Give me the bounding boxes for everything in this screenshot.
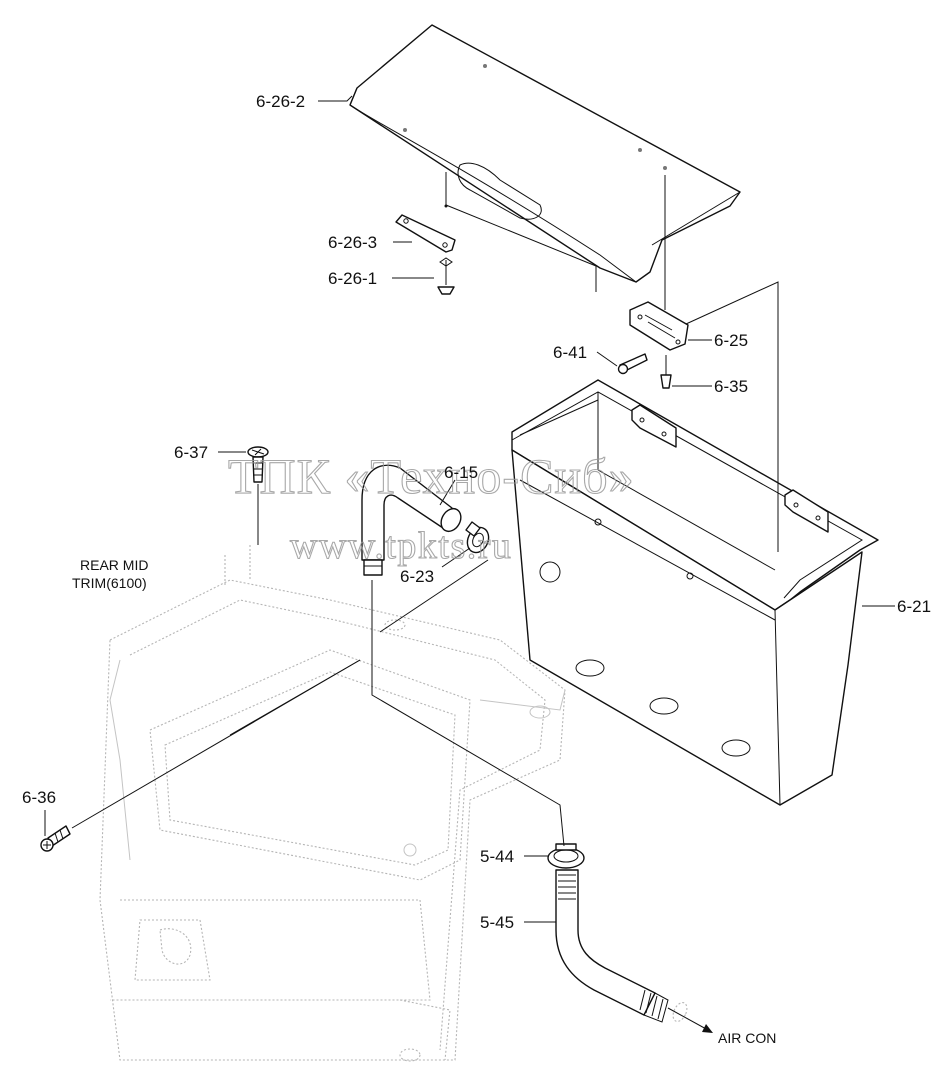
label-6-37: 6-37: [174, 443, 208, 462]
lid-part: [349, 24, 741, 283]
label-6-15: 6-15: [444, 463, 478, 482]
reference-line2: TRIM(6100): [72, 575, 147, 591]
screw-635-part: [660, 355, 672, 389]
label-5-45: 5-45: [480, 913, 514, 932]
hose-clamp-part: [547, 843, 585, 869]
screw-641-part: [617, 353, 648, 375]
reference-line1: REAR MID: [80, 557, 148, 573]
rear-mid-trim-ghost: [99, 545, 566, 1062]
air-con-arrow: [667, 1007, 713, 1033]
label-6-23: 6-23: [400, 567, 434, 586]
label-6-26-3: 6-26-3: [328, 233, 377, 252]
watermark-line2: www.tpkts.ru: [290, 525, 512, 567]
label-6-26-2: 6-26-2: [256, 92, 305, 111]
label-6-25: 6-25: [714, 331, 748, 350]
screw-636-part: [40, 825, 71, 852]
tank-part: [511, 379, 879, 806]
destination-label: AIR CON: [718, 1030, 776, 1046]
label-6-21: 6-21: [897, 597, 931, 616]
latch-plate-part: [395, 214, 456, 253]
latch-screw-part: [437, 257, 455, 295]
bracket-part: [629, 301, 689, 351]
label-6-35: 6-35: [714, 377, 748, 396]
label-6-41: 6-41: [553, 343, 587, 362]
screw-637-part: [247, 446, 269, 483]
label-6-36: 6-36: [22, 788, 56, 807]
watermark-line1: ТПК «Техно-Сиб»: [228, 448, 635, 504]
clamp-part: [465, 521, 490, 554]
label-6-26-1: 6-26-1: [328, 269, 377, 288]
hose-part: [361, 464, 462, 576]
drain-pipe-part: [555, 869, 688, 1023]
label-5-44: 5-44: [480, 847, 514, 866]
